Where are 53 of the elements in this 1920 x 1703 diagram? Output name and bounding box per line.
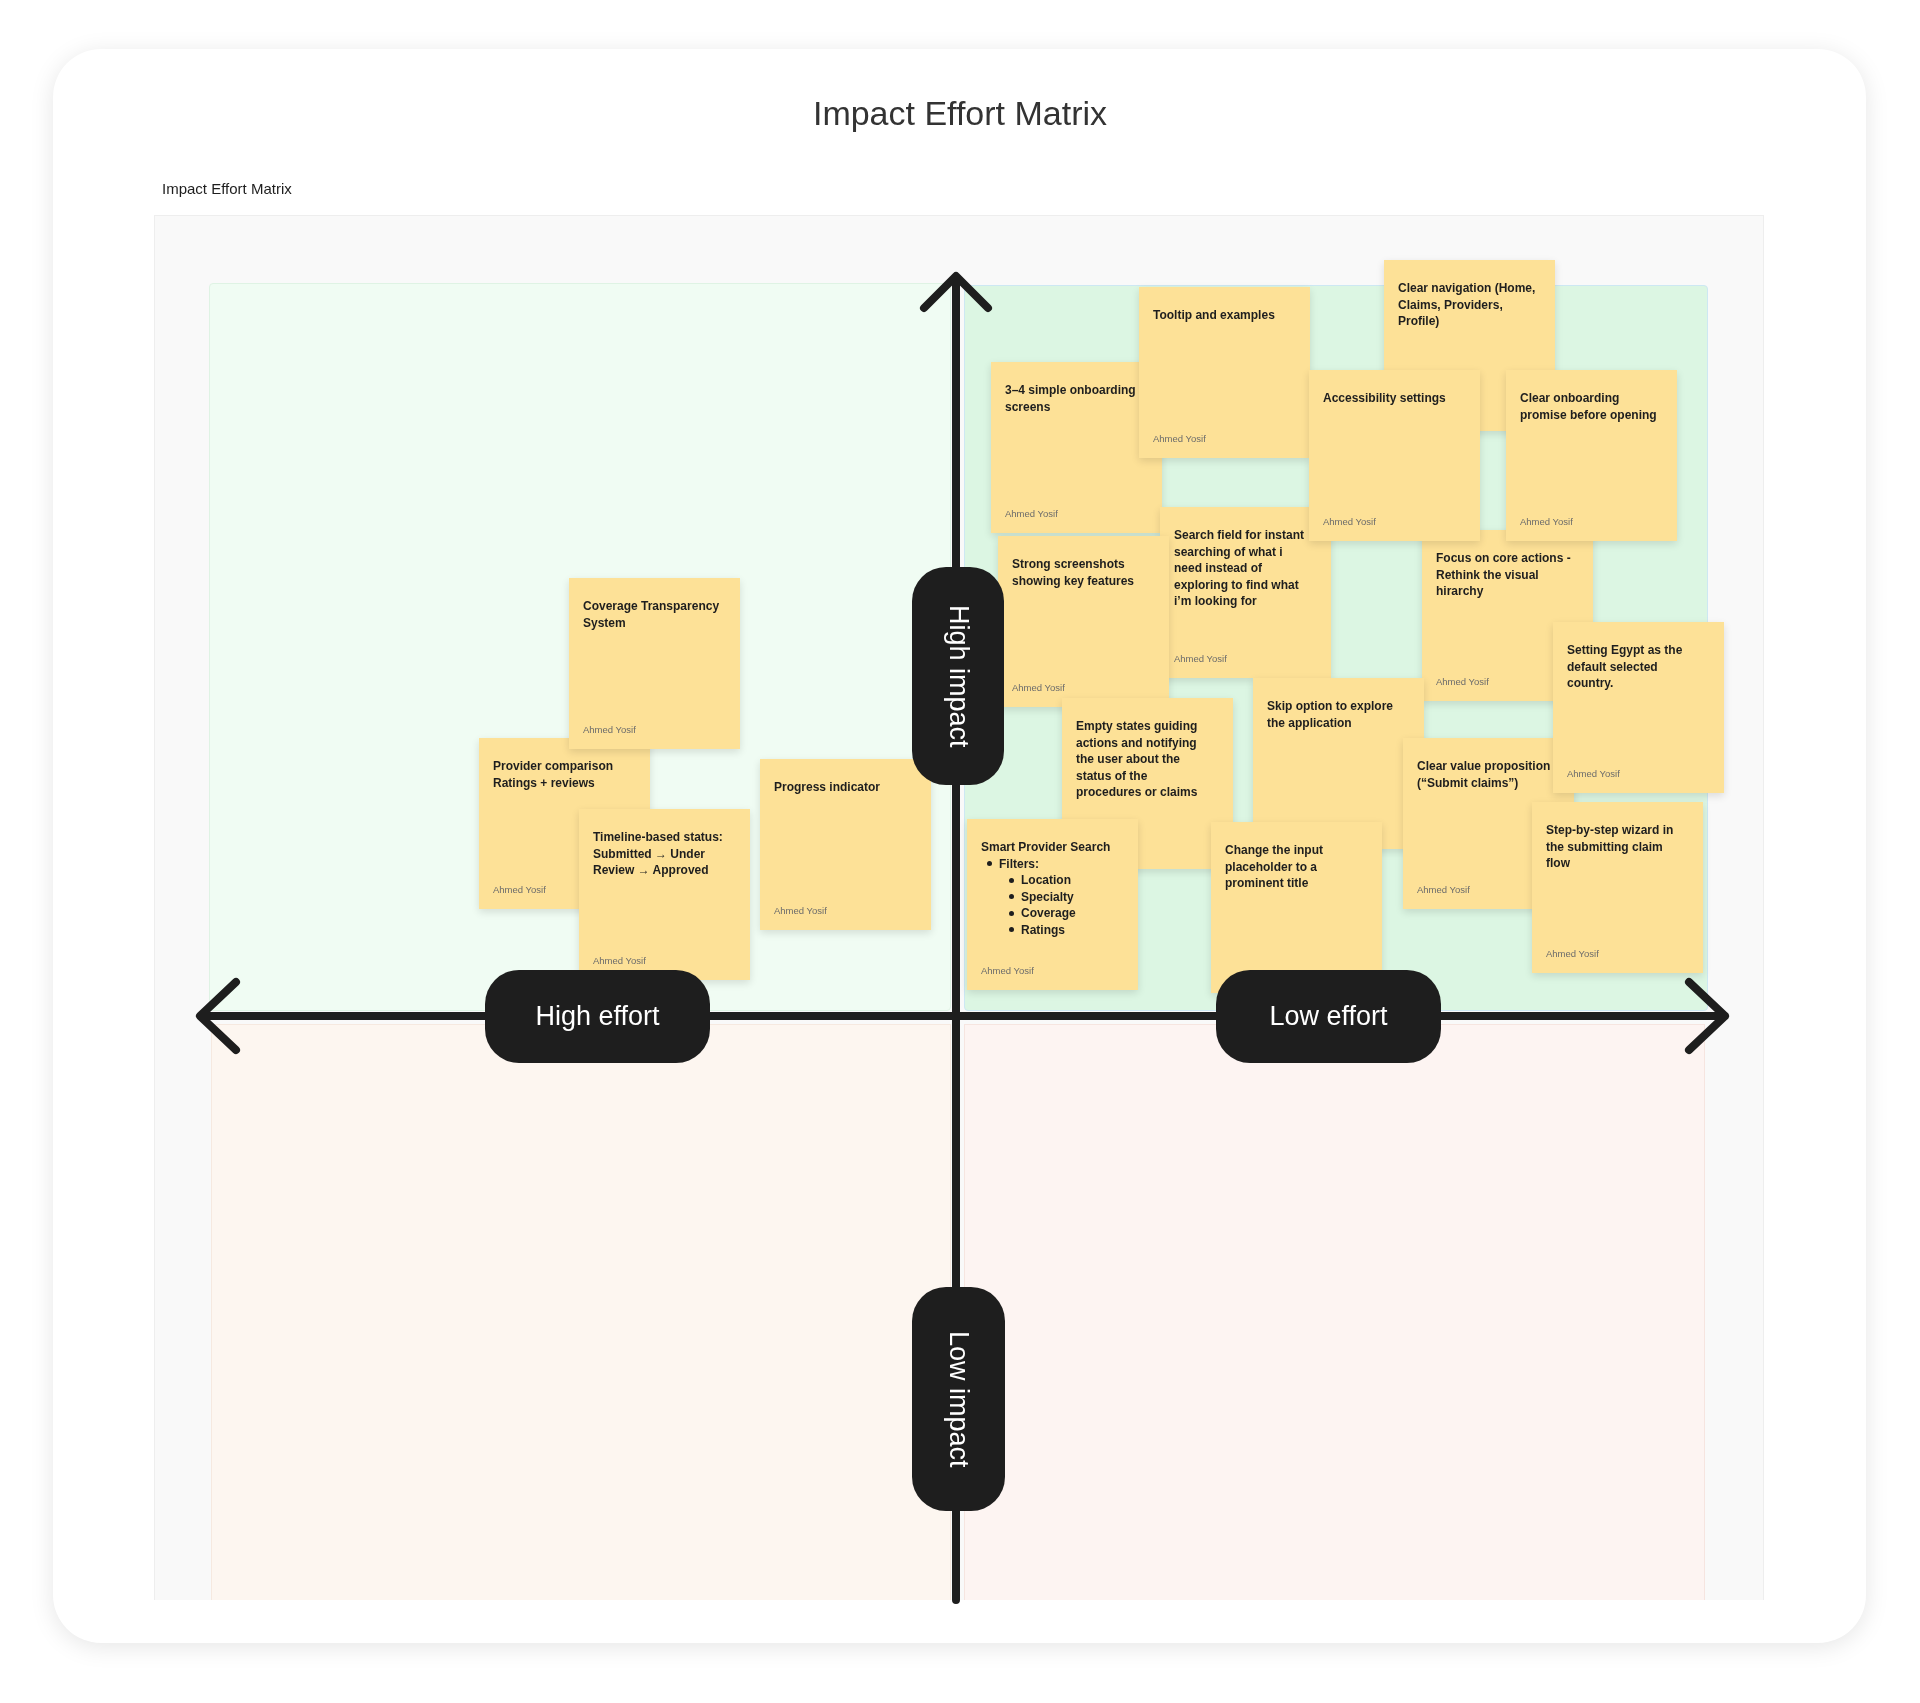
axis-label: Low effort bbox=[1216, 970, 1441, 1063]
sticky-note bbox=[1139, 287, 1310, 458]
note-title: Skip option to explore the application bbox=[1267, 698, 1394, 731]
author-name: Ahmed Yosif bbox=[1323, 514, 1376, 529]
note-title: Provider comparison Ratings + reviews bbox=[493, 758, 615, 791]
note-title: Clear onboarding promise before opening bbox=[1520, 390, 1658, 423]
axis-label: High effort bbox=[485, 970, 710, 1063]
sticky-note bbox=[1309, 370, 1480, 541]
author-name: Ahmed Yosif bbox=[493, 882, 546, 897]
note-title: 3–4 simple onboarding screens bbox=[1005, 382, 1137, 415]
sticky-note bbox=[1532, 802, 1703, 973]
axis-label: High impact bbox=[912, 567, 1004, 785]
note-title: Setting Egypt as the default selected country. bbox=[1567, 642, 1684, 692]
author-name: Ahmed Yosif bbox=[1520, 514, 1573, 529]
axis-label: Low impact bbox=[912, 1287, 1005, 1511]
list-item: Specialty bbox=[1021, 888, 1074, 905]
author-name: Ahmed Yosif bbox=[1012, 680, 1065, 695]
author-name: Ahmed Yosif bbox=[1546, 946, 1599, 961]
note-title: Smart Provider Search bbox=[981, 839, 1112, 856]
sticky-note bbox=[967, 819, 1138, 990]
note-title: Strong screenshots showing key features bbox=[1012, 556, 1136, 589]
author-name: Ahmed Yosif bbox=[1436, 674, 1489, 689]
author-name: Ahmed Yosif bbox=[981, 963, 1034, 978]
note-title: Empty states guiding actions and notifying the user about the status of the procedures or claims bbox=[1076, 718, 1199, 801]
author-name: Ahmed Yosif bbox=[774, 903, 827, 918]
note-title: Step-by-step wizard in the submitting claim flow bbox=[1546, 822, 1675, 872]
author-name: Ahmed Yosif bbox=[593, 953, 646, 968]
diagram-title: Impact Effort Matrix bbox=[812, 93, 1108, 134]
author-name: Ahmed Yosif bbox=[1153, 431, 1206, 446]
sticky-note bbox=[569, 578, 740, 749]
note-title: Timeline-based status: Submitted → Under Review → Approved bbox=[593, 829, 724, 879]
sticky-note bbox=[579, 809, 750, 980]
list-item: Coverage bbox=[1021, 905, 1076, 922]
list-item: Ratings bbox=[1021, 921, 1065, 938]
note-title: Accessibility settings bbox=[1323, 390, 1447, 407]
note-title: Tooltip and examples bbox=[1153, 307, 1276, 324]
note-title: Coverage Transparency System bbox=[583, 598, 721, 631]
note-title: Clear navigation (Home, Claims, Providers, Profile) bbox=[1398, 280, 1537, 330]
note-title: Clear value proposition (“Submit claims”) bbox=[1417, 758, 1552, 791]
author-name: Ahmed Yosif bbox=[583, 722, 636, 737]
note-title: Focus on core actions - Rethink the visual hirarchy bbox=[1436, 550, 1572, 600]
note-title: Change the input placeholder to a prominent title bbox=[1225, 842, 1324, 892]
author-name: Ahmed Yosif bbox=[1005, 506, 1058, 521]
author-name: Ahmed Yosif bbox=[1174, 651, 1227, 666]
note-title: Progress indicator bbox=[774, 779, 882, 796]
sticky-note bbox=[1553, 622, 1724, 793]
list-item: Filters: bbox=[999, 855, 1039, 872]
sticky-note bbox=[760, 759, 931, 930]
list-item: Location bbox=[1021, 872, 1071, 889]
author-name: Ahmed Yosif bbox=[1417, 882, 1470, 897]
author-name: Ahmed Yosif bbox=[1567, 766, 1620, 781]
sticky-note bbox=[1506, 370, 1677, 541]
note-title: Search field for instant searching of what i need instead of exploring to find what i’m looking for bbox=[1174, 527, 1306, 610]
